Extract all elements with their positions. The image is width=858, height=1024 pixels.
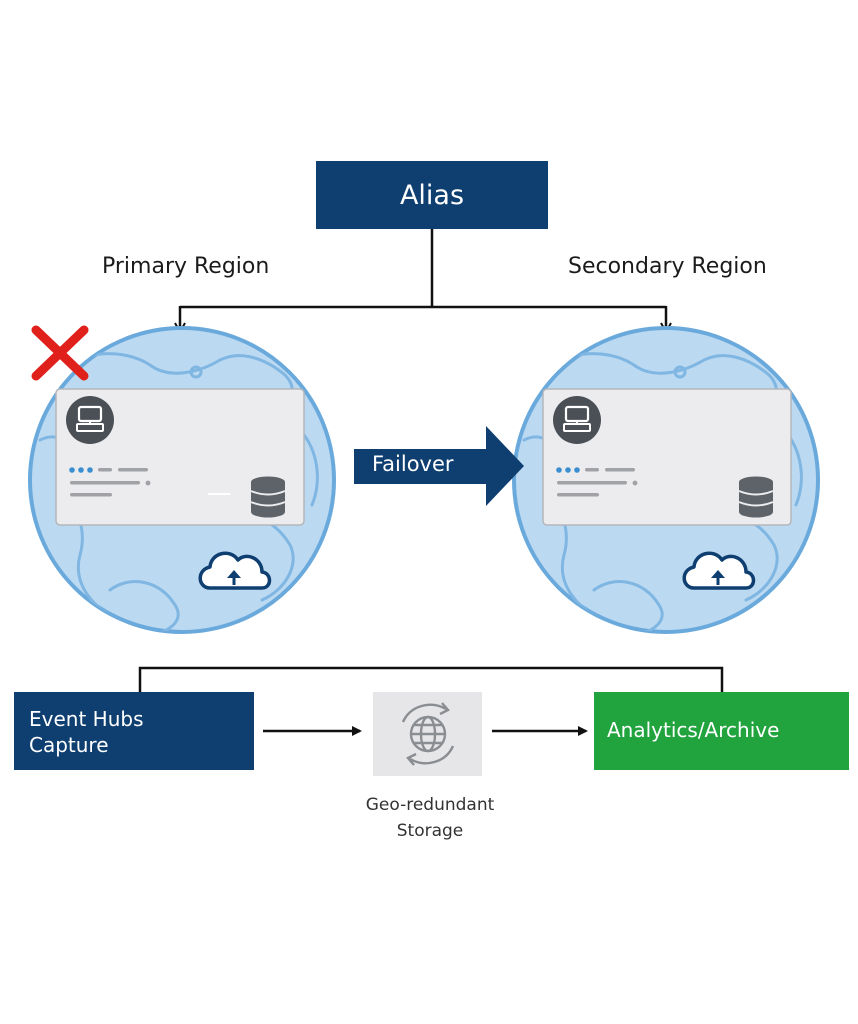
database-icon — [250, 476, 286, 518]
failover-arrow — [354, 426, 524, 506]
failover-label: Failover — [372, 452, 454, 476]
pipeline-connector — [138, 666, 724, 692]
server-icon — [66, 396, 114, 444]
analytics-archive-box: Analytics/Archive — [594, 692, 849, 770]
globe-sync-icon — [401, 702, 455, 766]
alias-label: Alias — [399, 179, 465, 211]
alias-connector — [180, 229, 666, 332]
server-icon — [553, 396, 601, 444]
primary-region-label: Primary Region — [102, 254, 270, 279]
event-hubs-capture-box: Event Hubs Capture — [14, 692, 254, 770]
failure-x-icon — [31, 325, 89, 381]
secondary-namespace-card — [542, 388, 792, 526]
storage-tile — [373, 692, 482, 776]
analytics-archive-label: Analytics/Archive — [607, 718, 780, 742]
geo-redundant-storage-label: Geo-redundant Storage — [365, 795, 495, 841]
database-icon — [738, 476, 774, 518]
event-hubs-capture-label: Event Hubs Capture — [29, 707, 144, 757]
cloud-upload-icon — [198, 551, 272, 590]
primary-namespace-card — [55, 388, 305, 526]
cloud-upload-icon — [682, 551, 756, 590]
alias-box: Alias — [316, 161, 548, 229]
secondary-region-label: Secondary Region — [568, 254, 767, 279]
